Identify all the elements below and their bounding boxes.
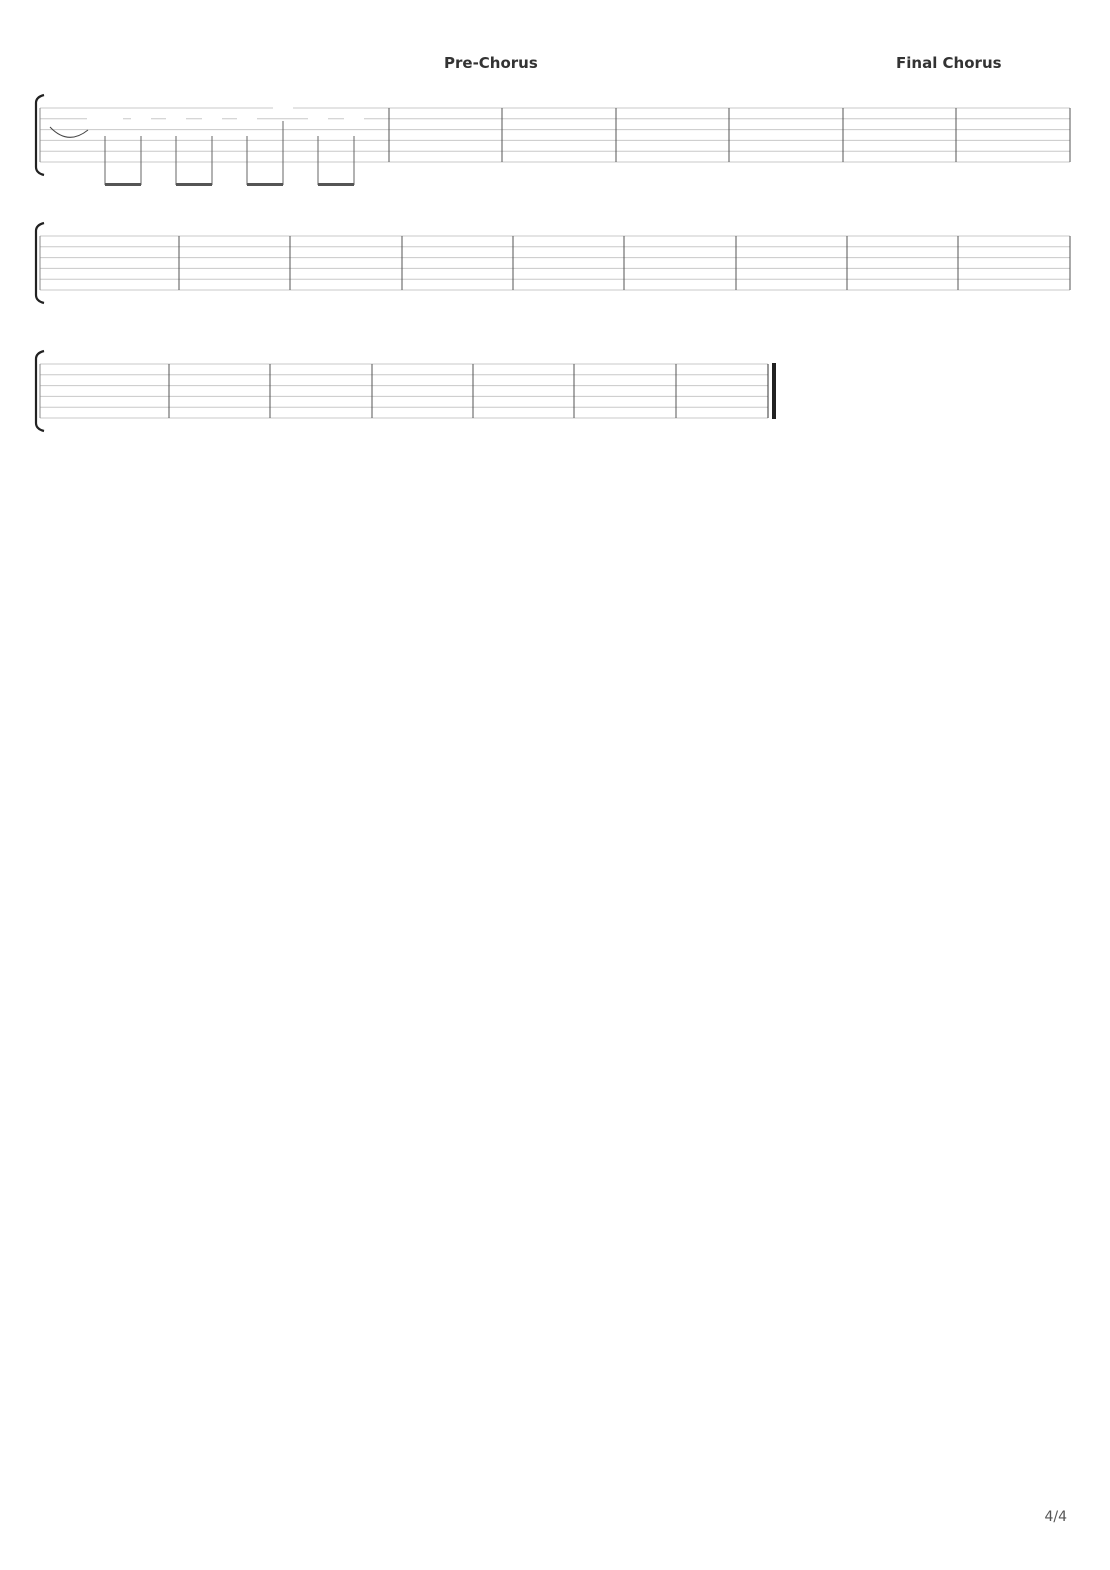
system-bracket (34, 93, 45, 177)
fret-background (273, 99, 293, 112)
note-beam (318, 183, 354, 186)
note-beam (176, 183, 212, 186)
fret-background (344, 111, 364, 125)
fret-background (166, 111, 186, 125)
fret-background (131, 111, 151, 125)
system-bracket (34, 221, 45, 305)
note-beam (247, 183, 283, 186)
fret-background (87, 111, 123, 125)
note-beam (105, 183, 141, 186)
section-label-pre-chorus: Pre-Chorus (444, 54, 538, 72)
fret-background (202, 111, 222, 125)
page-number: 4/4 (1044, 1509, 1067, 1525)
section-label-final-chorus: Final Chorus (896, 54, 1002, 72)
final-barline-thick (772, 363, 776, 419)
tie-curve (49, 126, 89, 138)
system-bracket (34, 349, 45, 433)
fret-background (308, 111, 328, 125)
fret-background (237, 111, 257, 125)
